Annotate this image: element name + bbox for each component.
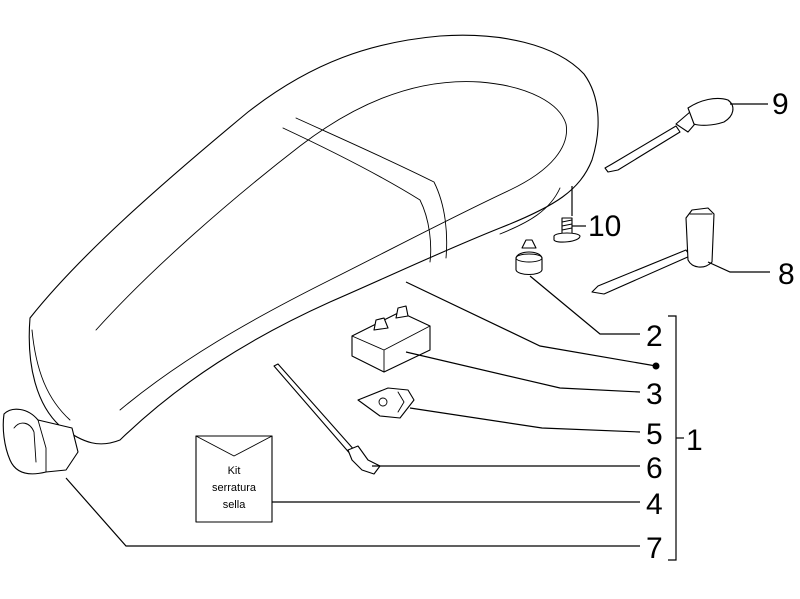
callout-2: 2 <box>646 320 663 353</box>
lock-kit-part: Kit serratura sella <box>195 435 273 523</box>
callout-1: 1 <box>686 424 703 457</box>
callout-3: 3 <box>646 378 663 411</box>
callout-6: 6 <box>646 452 663 485</box>
callout-10: 10 <box>588 210 621 243</box>
kit-label-line1: Kit <box>228 465 241 477</box>
cable-part <box>273 363 381 475</box>
seat-callout-dot <box>652 362 660 370</box>
latch-bracket-part <box>357 387 415 419</box>
kit-label-line3: sella <box>223 499 247 511</box>
spanner-part <box>591 207 715 295</box>
hook-part <box>2 408 79 475</box>
screw-part <box>553 217 581 243</box>
callout-8: 8 <box>778 258 795 291</box>
buffer-pair-part <box>351 305 431 373</box>
callout-9: 9 <box>772 88 789 121</box>
callout-7: 7 <box>646 532 663 565</box>
kit-label-line2: serratura <box>212 482 257 494</box>
screwdriver-part <box>604 97 734 173</box>
callout-4: 4 <box>646 488 663 521</box>
seat-part <box>28 34 599 445</box>
rubber-buffer-part <box>515 239 543 276</box>
callout-5: 5 <box>646 418 663 451</box>
leader-lines <box>65 103 770 561</box>
